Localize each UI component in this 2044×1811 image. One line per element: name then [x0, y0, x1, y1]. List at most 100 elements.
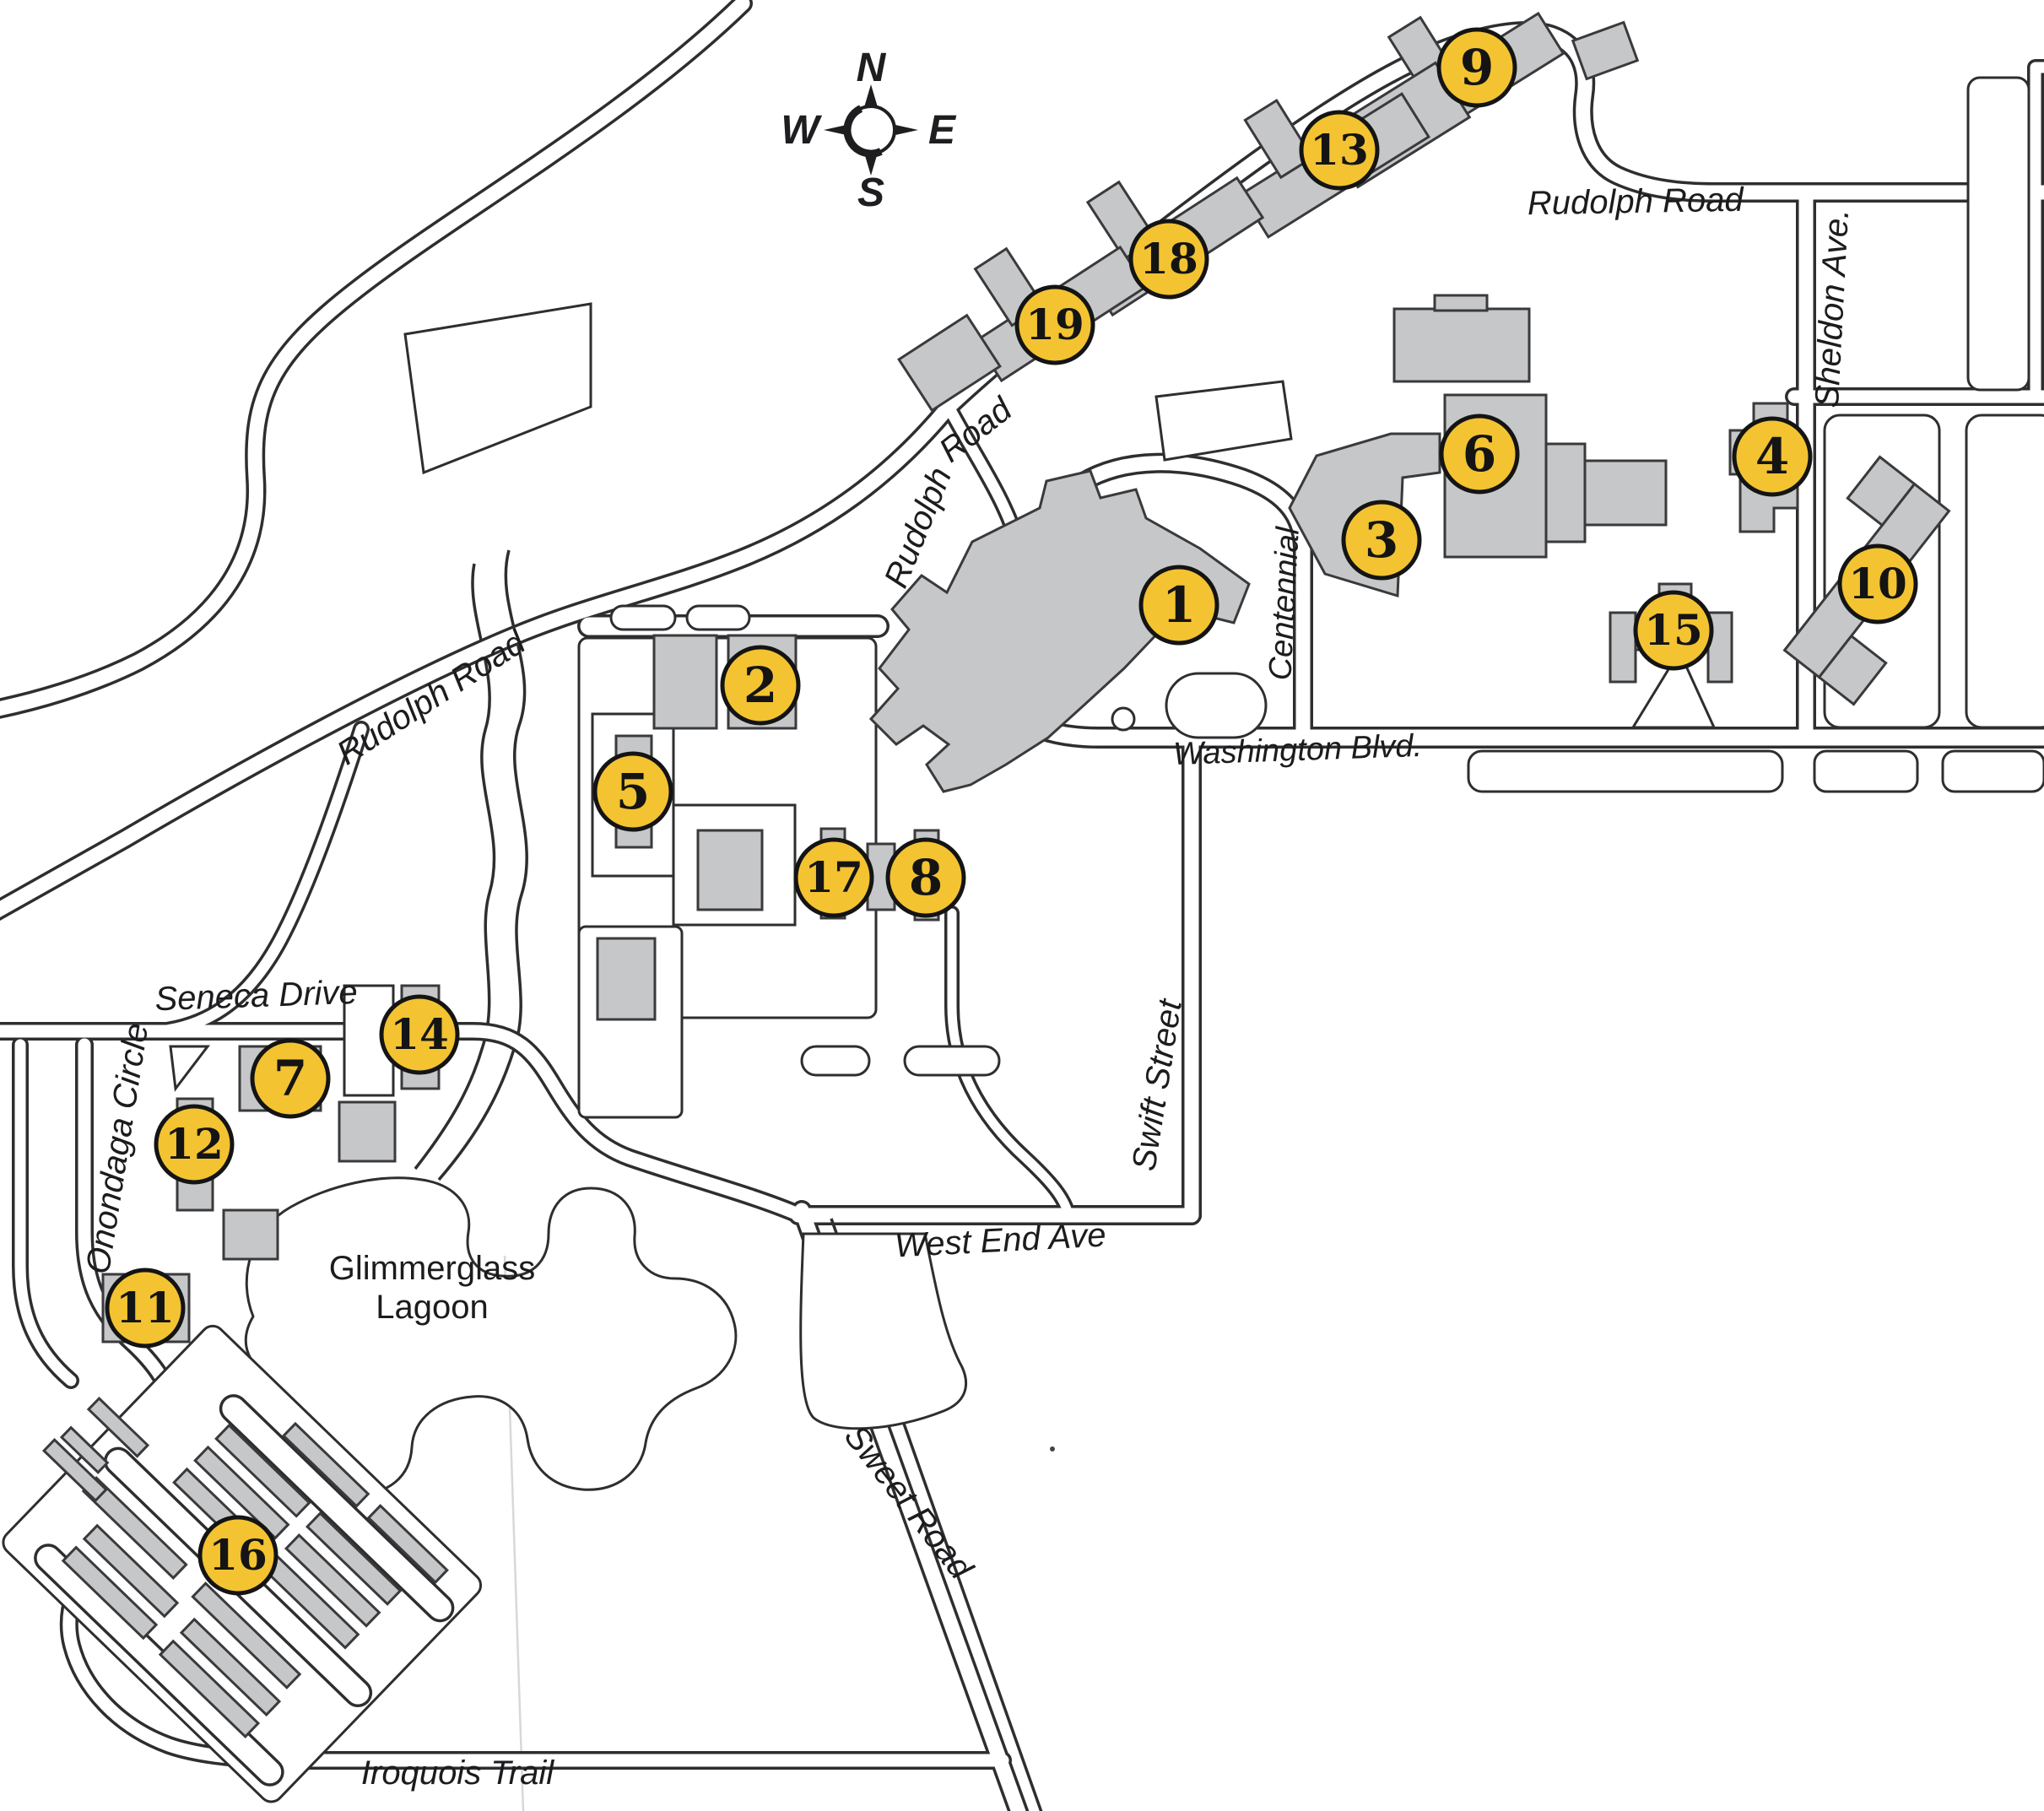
marker-circle-9[interactable] [1436, 27, 1517, 108]
road-lot-east-connector-surface [947, 908, 1073, 1220]
building-east-of-7-shape [338, 1100, 397, 1163]
road-seneca-connector-surface [154, 723, 367, 1037]
building-marker-18[interactable]: 18 [1128, 219, 1209, 300]
marker-circle-5[interactable] [592, 751, 673, 832]
marker-number-12: 12 [165, 1119, 224, 1169]
compass-letter-w: W [781, 108, 822, 153]
marker-number-10: 10 [1848, 559, 1907, 608]
seneca-triangle-island [169, 1045, 211, 1092]
marker-number-13: 13 [1310, 125, 1369, 175]
marker-circle-6[interactable] [1439, 414, 1520, 495]
building-marker-3[interactable]: 3 [1341, 500, 1422, 581]
field-polygon [799, 1232, 968, 1430]
building-marker-13[interactable]: 13 [1299, 110, 1380, 191]
marker-circle-7[interactable] [250, 1038, 331, 1119]
building-marker-19[interactable]: 19 [1014, 284, 1095, 365]
marker-circle-13[interactable] [1299, 110, 1380, 191]
building-marker-12[interactable]: 12 [154, 1104, 235, 1185]
marker-number-16: 16 [208, 1530, 268, 1580]
road-label-rudolph-road-ne: Rudolph Road [1528, 181, 1745, 222]
marker-circle-18[interactable] [1128, 219, 1209, 300]
marker-number-18: 18 [1139, 234, 1198, 284]
building-marker-11[interactable]: 11 [105, 1268, 186, 1349]
compass-letter-n: N [857, 46, 887, 90]
compass-letter-s: S [857, 170, 884, 215]
building-marker-6[interactable]: 6 [1439, 414, 1520, 495]
building-marker-7[interactable]: 7 [250, 1038, 331, 1119]
compass-spikes [824, 84, 918, 176]
marker-circle-4[interactable] [1732, 416, 1813, 497]
marker-circle-1[interactable] [1138, 565, 1219, 646]
building-marker-17[interactable]: 17 [793, 837, 874, 918]
marker-number-2: 2 [744, 657, 777, 714]
housing-complex-16 [2, 1324, 483, 1803]
lagoon-label-line-2: Lagoon [376, 1289, 488, 1326]
compass-letters: NW ES [781, 46, 957, 215]
building-small-west-shape [897, 313, 1002, 413]
parking-island-d [903, 1045, 1001, 1077]
marker-circle-15[interactable] [1633, 590, 1714, 671]
road-surface [222, 1397, 452, 1619]
parking-island-c [800, 1045, 871, 1077]
building-marker-9[interactable]: 9 [1436, 27, 1517, 108]
marker-circle-10[interactable] [1837, 543, 1918, 624]
marker-number-17: 17 [804, 852, 863, 902]
stream [414, 549, 528, 1181]
building-marker-16[interactable]: 16 [197, 1515, 278, 1596]
marker-circle-14[interactable] [379, 994, 460, 1075]
building-marker-2[interactable]: 2 [720, 645, 801, 726]
marker-number-8: 8 [909, 849, 943, 906]
building-marker-14[interactable]: 14 [379, 994, 460, 1075]
road-label-centennial: Centennial [1263, 525, 1306, 681]
marker-circle-16[interactable] [197, 1515, 278, 1596]
marker-circle-11[interactable] [105, 1268, 186, 1349]
road-rudolph-west-surface [0, 399, 956, 918]
building-south-of-7-shape [222, 1208, 279, 1261]
block-east-c [1966, 76, 2030, 392]
building-marker-4[interactable]: 4 [1732, 416, 1813, 497]
building-north-of-3-shape [1392, 294, 1531, 383]
marker-number-19: 19 [1025, 300, 1084, 349]
building-small-northeast-shape [1571, 20, 1640, 81]
building-marker-1[interactable]: 1 [1138, 565, 1219, 646]
building-southwest-lot-shape [596, 937, 657, 1021]
marker-number-11: 11 [116, 1283, 175, 1333]
marker-circle-12[interactable] [154, 1104, 235, 1185]
road-north-boundary-surface [0, 0, 750, 716]
marker-number-5: 5 [616, 763, 650, 820]
marker-circle-19[interactable] [1014, 284, 1095, 365]
marker-number-14: 14 [390, 1009, 449, 1059]
housing-16-bars [41, 1396, 449, 1738]
marker-number-15: 15 [1644, 605, 1703, 655]
marker-number-3: 3 [1365, 511, 1398, 569]
lot-northwest-quad [403, 302, 592, 475]
road-label-iroquois-trail: Iroquois Trail [361, 1754, 554, 1792]
marker-circle-8[interactable] [885, 837, 966, 918]
marker-number-7: 7 [273, 1050, 307, 1107]
compass-letter-e: E [928, 108, 957, 153]
marker-number-4: 4 [1755, 428, 1789, 485]
block-south-washington-a [1467, 749, 1784, 793]
marker-circle-2[interactable] [720, 645, 801, 726]
parking-island-a [609, 604, 677, 631]
block-east-b [1965, 414, 2044, 729]
plaza-triangle-15 [1630, 648, 1717, 729]
building-marker-5[interactable]: 5 [592, 751, 673, 832]
road-seneca-drive-surface [0, 1024, 807, 1222]
building-marker-8[interactable]: 8 [885, 837, 966, 918]
block-south-washington-b [1813, 749, 1919, 793]
road-left-edge-surface [14, 1039, 77, 1387]
marker-circle-17[interactable] [793, 837, 874, 918]
marker-number-9: 9 [1460, 39, 1494, 96]
building-marker-15[interactable]: 15 [1633, 590, 1714, 671]
parking-island-b [685, 604, 751, 631]
map-speck [1050, 1446, 1055, 1452]
marker-circle-3[interactable] [1341, 500, 1422, 581]
block-south-washington-c [1941, 749, 2044, 793]
compass-rose: NW ES [781, 46, 957, 215]
road-label-seneca-drive: Seneca Drive [154, 974, 359, 1018]
building-marker-10[interactable]: 10 [1837, 543, 1918, 624]
